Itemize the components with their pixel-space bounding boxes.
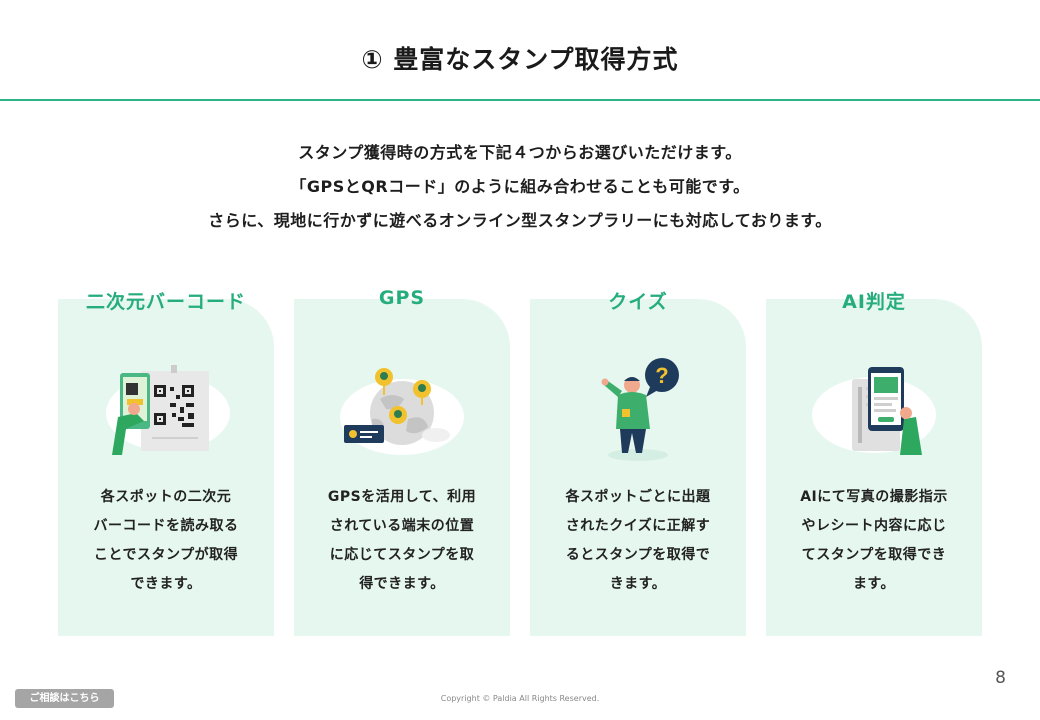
qr-code-scan-illustration [106, 365, 230, 455]
method-card-ai: AIにて写真の撮影指示やレシート内容に応じてスタンプを取得できます。 [766, 299, 982, 636]
card-description-qr: 各スポットの二次元バーコードを読み取ることでスタンプが取得できます。 [93, 489, 239, 592]
copyright-text: Copyright © Paldia All Rights Reserved. [440, 694, 600, 703]
intro-line-3: さらに、現地に行かずに遊べるオンライン型スタンプラリーにも対応しております。 [208, 211, 832, 230]
header-bar [0, 0, 1040, 101]
card-description-ai: AIにて写真の撮影指示やレシート内容に応じてスタンプを取得できます。 [800, 489, 948, 592]
gps-globe-illustration [340, 368, 464, 455]
method-card-gps: GPSを活用して、利用されている端末の位置に応じてスタンプを取得できます。 [294, 299, 510, 636]
card-description-gps: GPSを活用して、利用されている端末の位置に応じてスタンプを取得できます。 [327, 489, 477, 592]
card-description-quiz: 各スポットごとに出題されたクイズに正解するとスタンプを取得できます。 [565, 489, 711, 592]
page-title: ① 豊富なスタンプ取得方式 [361, 45, 679, 74]
intro-line-1: スタンプ獲得時の方式を下記４つからお選びいただけます。 [298, 143, 742, 162]
quiz-person-illustration: ? [601, 358, 679, 461]
ai-receipt-illustration [812, 367, 936, 455]
card-heading-quiz: クイズ [608, 291, 668, 313]
intro-text: スタンプ獲得時の方式を下記４つからお選びいただけます。 「GPSとQRコード」の… [0, 140, 1040, 242]
method-card-quiz: ? 各スポットごとに出題されたクイズに正解するとスタンプを取得できます。 [530, 299, 746, 636]
page-number: 8 [995, 668, 1006, 688]
method-card-qr: 各スポットの二次元バーコードを読み取ることでスタンプが取得できます。 [58, 299, 274, 636]
svg-text:?: ? [655, 363, 668, 388]
card-heading-gps: GPS [378, 287, 426, 309]
consult-button[interactable]: ご相談はこちら [15, 689, 114, 708]
intro-line-2: 「GPSとQRコード」のように組み合わせることも可能です。 [290, 177, 750, 196]
card-heading-qr: 二次元バーコード [85, 291, 246, 313]
card-heading-ai: AI判定 [842, 291, 906, 313]
